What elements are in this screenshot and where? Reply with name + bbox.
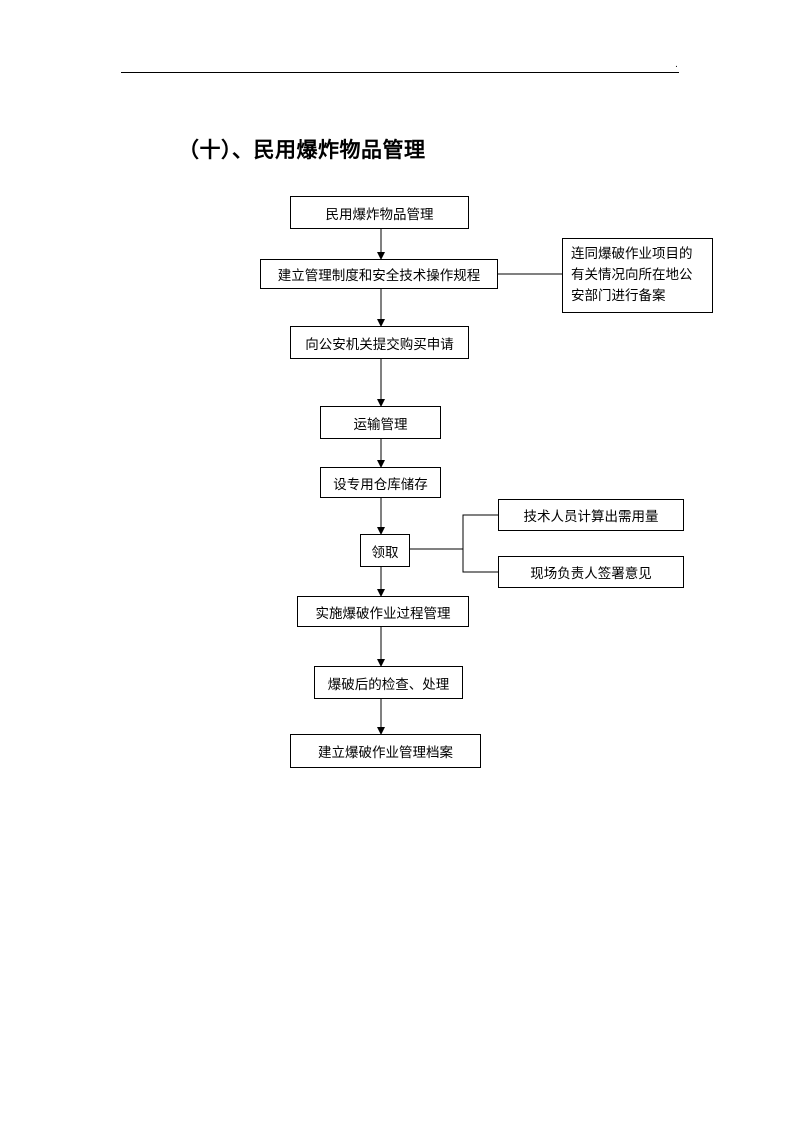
step-box-2: 建立管理制度和安全技术操作规程 [260, 259, 498, 289]
step-box-6: 领取 [360, 534, 410, 567]
step-box-4: 运输管理 [320, 406, 441, 439]
side-record-line-2: 有关情况向所在地公 [571, 267, 693, 283]
step-box-3: 向公安机关提交购买申请 [290, 326, 469, 359]
side-box-sign: 现场负责人签署意见 [498, 556, 684, 588]
side-box-calc: 技术人员计算出需用量 [498, 499, 684, 531]
header-mark: . [675, 60, 678, 70]
step-box-8: 爆破后的检查、处理 [314, 666, 463, 699]
step-box-9: 建立爆破作业管理档案 [290, 734, 481, 768]
side-record-line-1: 连同爆破作业项目的 [571, 246, 693, 262]
step-box-5: 设专用仓库储存 [320, 467, 441, 498]
step-box-1: 民用爆炸物品管理 [290, 196, 469, 229]
page-title: （十）、民用爆炸物品管理 [178, 137, 426, 162]
side-box-record: 连同爆破作业项目的 有关情况向所在地公 安部门进行备案 [562, 238, 713, 313]
link-calc-sign [462, 514, 498, 573]
step-box-7: 实施爆破作业过程管理 [297, 596, 469, 627]
side-record-line-3: 安部门进行备案 [571, 288, 666, 304]
header-rule [121, 72, 679, 73]
